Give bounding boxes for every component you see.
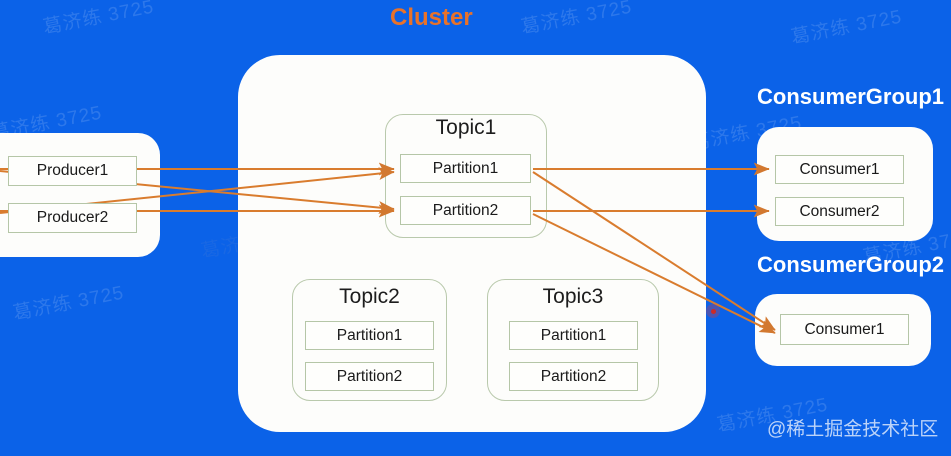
producer-item-2[interactable]: Producer2 [8, 203, 137, 233]
consumer-group-1-title: ConsumerGroup1 [757, 84, 945, 109]
topic-title-topic1: Topic1 [435, 116, 497, 139]
credit-watermark: @稀土掘金技术社区 [767, 419, 939, 440]
topic2-partition-2[interactable]: Partition2 [305, 362, 434, 391]
topic2-partition-1[interactable]: Partition1 [305, 321, 434, 350]
cursor-marker [706, 304, 720, 318]
topic-title-topic3: Topic3 [542, 285, 604, 308]
consumer-group-2-title: ConsumerGroup2 [757, 252, 945, 277]
topic1-partition-1[interactable]: Partition1 [400, 154, 531, 183]
topic1-partition-2[interactable]: Partition2 [400, 196, 531, 225]
consumer-group-1-consumer-2[interactable]: Consumer2 [775, 197, 904, 226]
watermark-tile: 葛济练 3725 [11, 282, 126, 325]
topic3-partition-2[interactable]: Partition2 [509, 362, 638, 391]
producer-container [0, 133, 160, 257]
watermark-tile: 葛济练 3725 [519, 0, 634, 39]
consumer-group-1-consumer-1[interactable]: Consumer1 [775, 155, 904, 184]
watermark-tile: 葛济练 3725 [41, 0, 156, 39]
consumer-group-2-consumer-1[interactable]: Consumer1 [780, 314, 909, 345]
producer-item-1[interactable]: Producer1 [8, 156, 137, 186]
topic3-partition-1[interactable]: Partition1 [509, 321, 638, 350]
topic-title-topic2: Topic2 [339, 285, 400, 308]
watermark-tile: 葛济练 3725 [789, 6, 904, 49]
page-title-cluster: Cluster [390, 4, 473, 31]
